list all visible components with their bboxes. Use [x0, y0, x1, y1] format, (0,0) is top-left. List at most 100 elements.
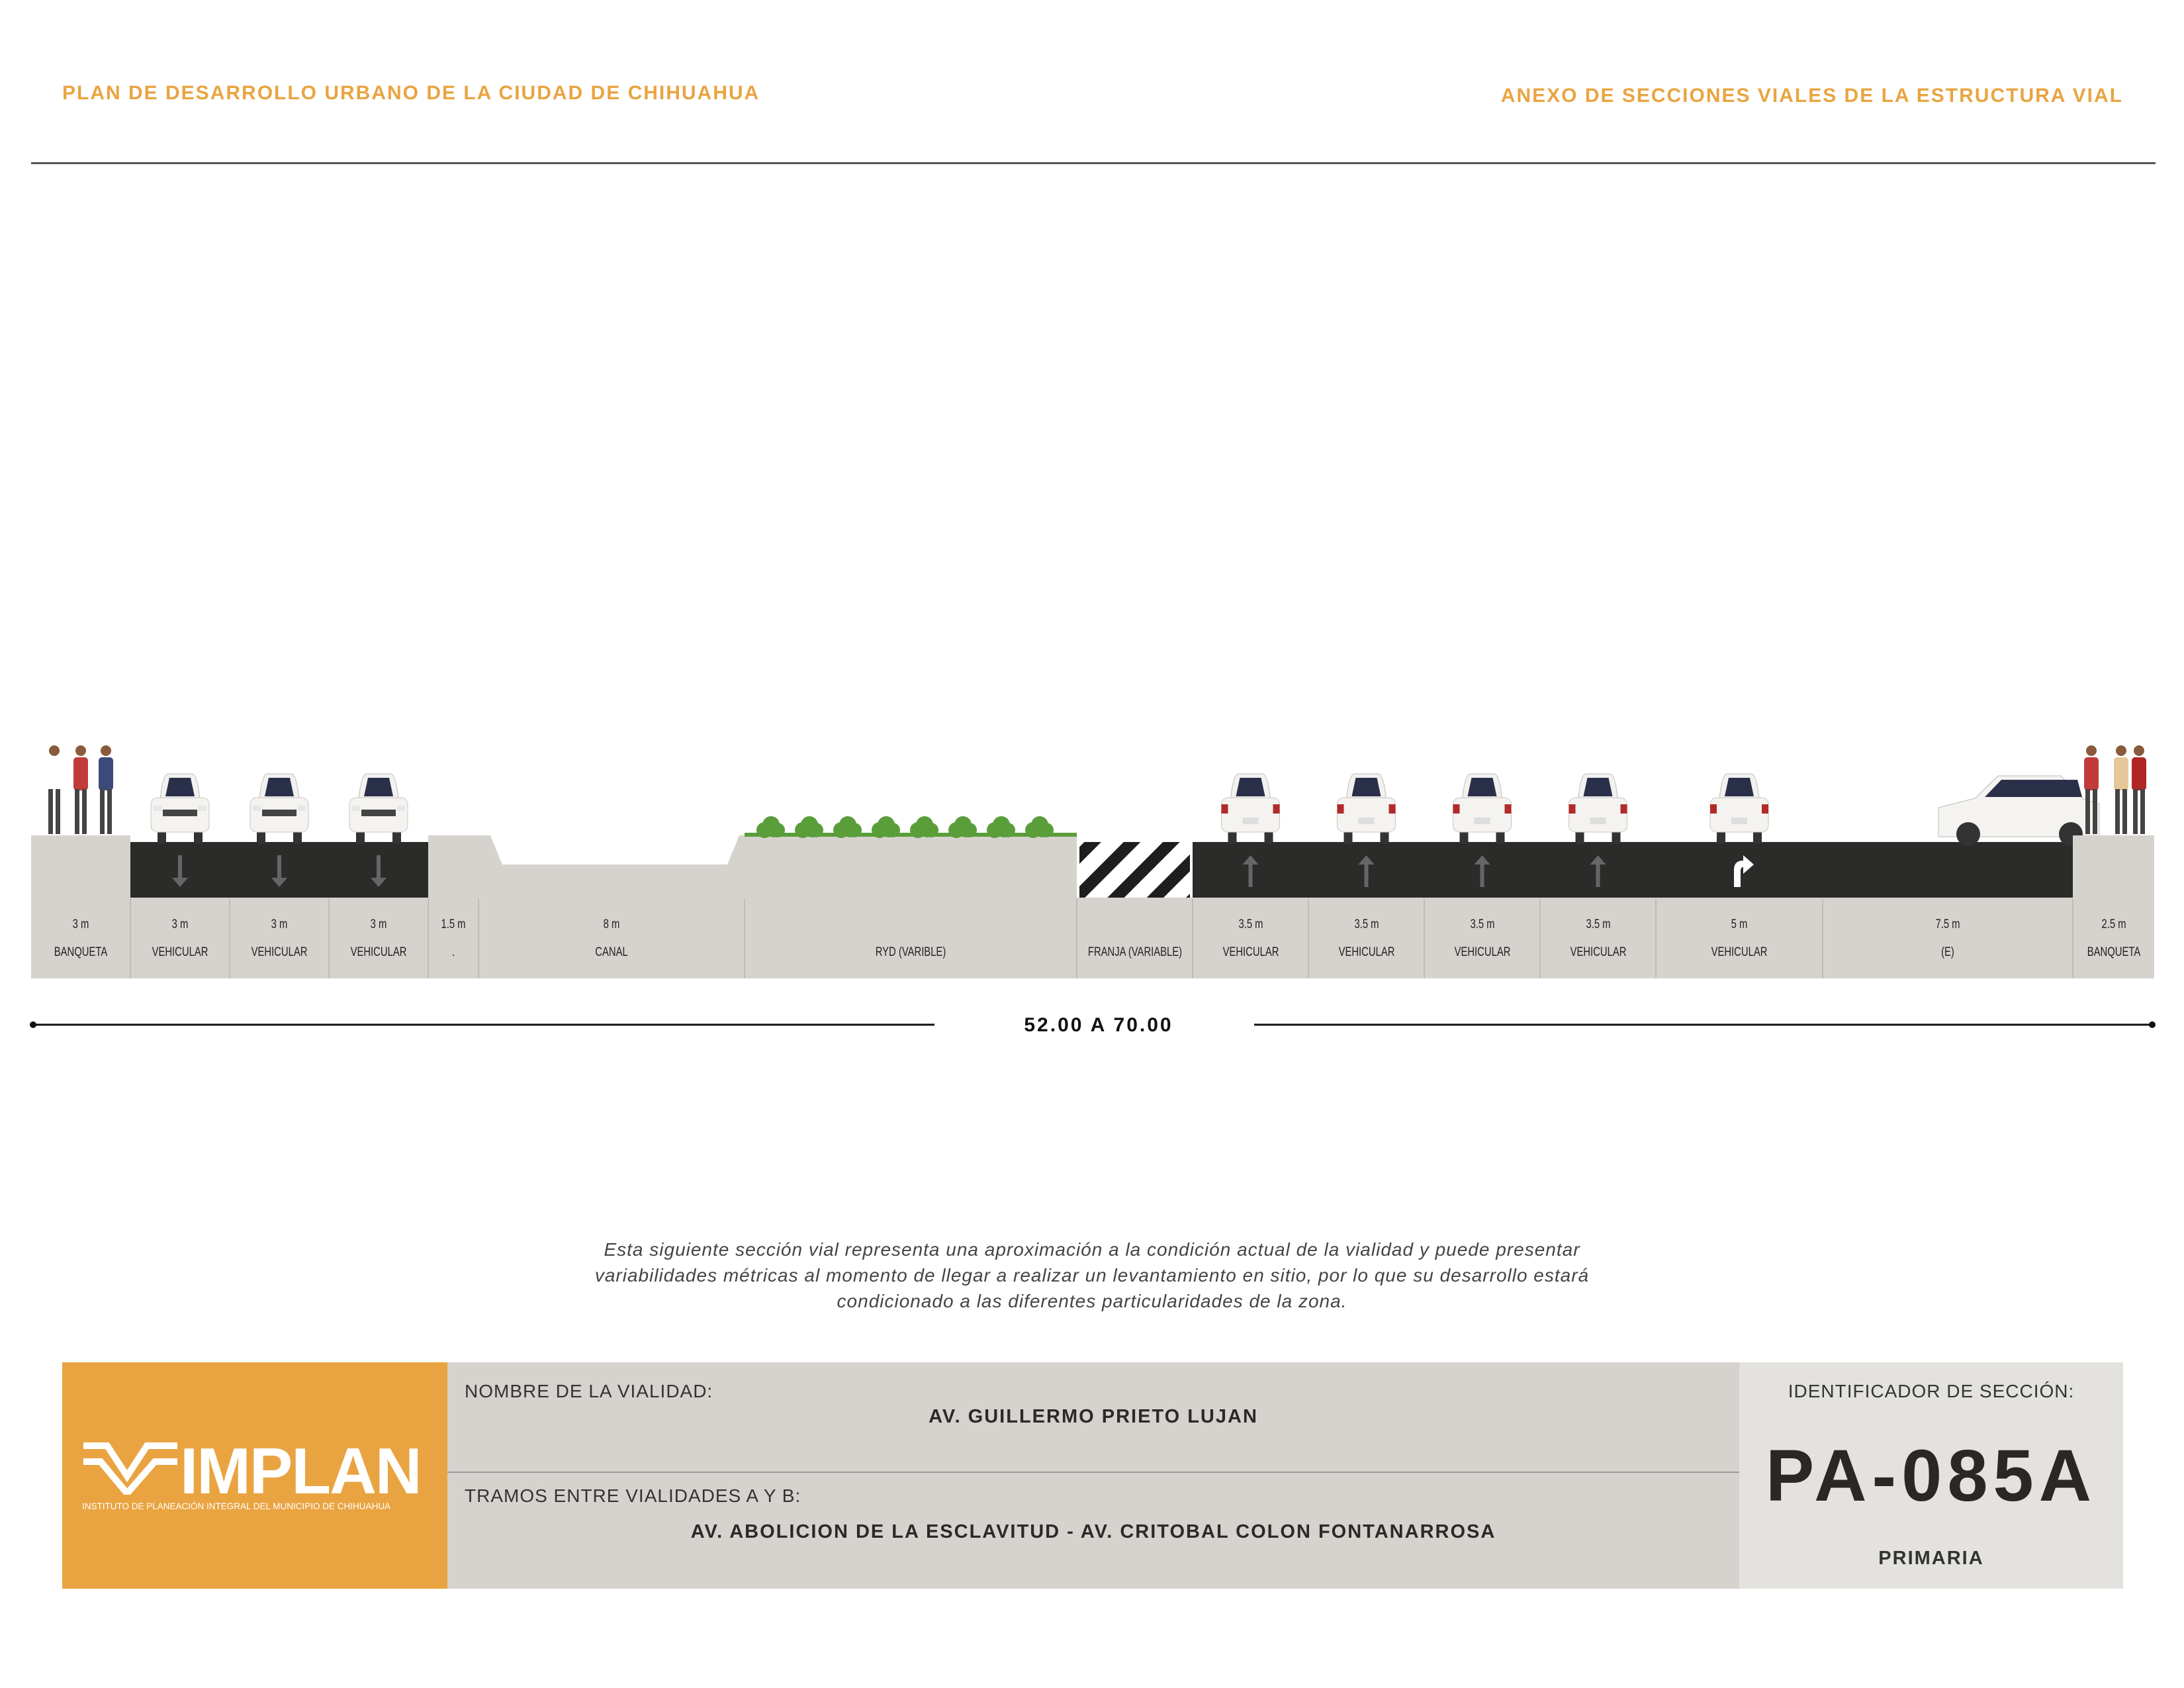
car-front: [150, 773, 210, 844]
road-section-drawing: [30, 745, 2156, 1028]
pedestrian-torso: [47, 757, 62, 790]
vegetation-shrub: [987, 816, 1015, 838]
segment-type-label: BANQUETA: [54, 945, 108, 959]
segment-type-label: (E): [1941, 945, 1954, 959]
segment-width-label: 3.5 m: [1353, 917, 1379, 931]
car-windshield: [1236, 778, 1265, 796]
implan-logo-icon: [83, 1442, 177, 1495]
car-taillight: [1337, 804, 1344, 814]
canal-channel: [478, 835, 745, 898]
up-arrow-icon: [1590, 855, 1606, 887]
car-wheel: [1496, 829, 1505, 844]
vegetation-shrub: [756, 816, 785, 838]
pedestrian-leg: [2115, 789, 2120, 834]
segment-width-label: 3 m: [271, 917, 288, 931]
car-wheel: [1717, 829, 1725, 844]
pedestrian-leg: [107, 789, 112, 834]
car-wheel: [1575, 829, 1584, 844]
car-plate: [1590, 818, 1606, 824]
vegetation-shrub: [1025, 816, 1054, 838]
shrub-leaf: [768, 825, 780, 837]
pedestrian-figure: [73, 745, 88, 834]
car-grille: [361, 810, 396, 816]
pedestrian-figure: [2114, 745, 2128, 834]
parking-asphalt: [1823, 842, 2073, 898]
car-taillight: [1762, 804, 1768, 814]
pedestrian-leg: [75, 789, 79, 834]
car-body: [1709, 797, 1769, 833]
segment-type-label: BANQUETA: [2087, 945, 2140, 959]
total-width-dimension: 52.00 A 70.00: [1024, 1014, 1173, 1036]
car-windshield: [364, 778, 393, 796]
pedestrian-leg: [82, 789, 87, 834]
car-wheel: [293, 829, 302, 844]
segment-type-label: VEHICULAR: [350, 945, 407, 959]
car-wheel: [1956, 822, 1980, 846]
pedestrian-torso: [73, 757, 88, 790]
vegetation-shrub: [872, 816, 900, 838]
segment-type-label: RYD (VARIBLE): [875, 945, 946, 959]
car-rear: [1569, 773, 1627, 844]
hatched-median: [1079, 842, 1190, 898]
section-id-panel: IDENTIFICADOR DE SECCIÓN: PA-085A PRIMAR…: [1739, 1362, 2123, 1589]
pedestrian-leg: [2122, 789, 2127, 834]
car-headlight: [199, 806, 206, 811]
segment-type-label: VEHICULAR: [1570, 945, 1626, 959]
car-windshield: [1725, 778, 1754, 796]
car-taillight: [1504, 804, 1512, 814]
car-body: [1569, 797, 1627, 833]
car-front: [349, 773, 408, 844]
pedestrian-leg: [56, 789, 60, 834]
curb-surface: [428, 835, 478, 898]
pedestrian-torso: [99, 757, 113, 790]
car-taillight: [1569, 804, 1576, 814]
segment-width-label: 3.5 m: [1469, 917, 1495, 931]
shrub-leaf: [960, 825, 972, 837]
vegetation-shrub: [833, 816, 862, 838]
section-id-label: IDENTIFICADOR DE SECCIÓN:: [1788, 1381, 2075, 1401]
car-wheel: [257, 829, 265, 844]
implan-logo-subtitle: INSTITUTO DE PLANEACIÓN INTEGRAL DEL MUN…: [82, 1501, 391, 1511]
pedestrian-torso: [2132, 757, 2146, 790]
car-wheel: [392, 829, 401, 844]
pedestrian-head: [2134, 745, 2144, 756]
car-wheel: [1459, 829, 1469, 844]
car-rear: [1709, 773, 1769, 844]
segment-type-label: CANAL: [595, 945, 628, 959]
title-block: IMPLAN INSTITUTO DE PLANEACIÓN INTEGRAL …: [62, 1362, 2123, 1589]
car-wheel: [1228, 829, 1237, 844]
segment-type-label: VEHICULAR: [1338, 945, 1394, 959]
header-right-title: ANEXO DE SECCIONES VIALES DE LA ESTRUCTU…: [1500, 85, 2123, 107]
pedestrian-leg: [2140, 789, 2145, 834]
road-name-value: AV. GUILLERMO PRIETO LUJAN: [929, 1406, 1258, 1427]
car-wheel: [1612, 829, 1621, 844]
sidewalk-surface: [31, 835, 130, 898]
car-wheel: [194, 829, 203, 844]
car-wheel: [158, 829, 166, 844]
dimension-endpoint: [2149, 1021, 2156, 1028]
vegetation-shrub: [795, 816, 823, 838]
segment-type-label: VEHICULAR: [1222, 945, 1279, 959]
car-headlight: [298, 806, 306, 811]
car-taillight: [1620, 804, 1627, 814]
car-taillight: [1453, 804, 1460, 814]
info-divider: [447, 1472, 1739, 1473]
segment-type-label: VEHICULAR: [251, 945, 308, 959]
car-wheel: [1343, 829, 1353, 844]
shrub-leaf: [806, 825, 818, 837]
pedestrian-figure: [2132, 745, 2146, 834]
section-id-value: PA-085A: [1765, 1435, 2097, 1517]
segment-type-label: .: [451, 945, 455, 959]
car-taillight: [1221, 804, 1228, 814]
pedestrian-figure: [47, 745, 62, 834]
car-windshield: [165, 778, 195, 796]
up-arrow-icon: [1474, 855, 1490, 887]
segment-width-label: 3.5 m: [1585, 917, 1611, 931]
sidewalk-surface: [2073, 835, 2154, 898]
car-rear: [1221, 773, 1280, 844]
up-arrow-icon: [1242, 855, 1259, 887]
road-classification: PRIMARIA: [1878, 1548, 1984, 1569]
pedestrian-head: [2116, 745, 2126, 756]
car-headlight: [397, 806, 405, 811]
